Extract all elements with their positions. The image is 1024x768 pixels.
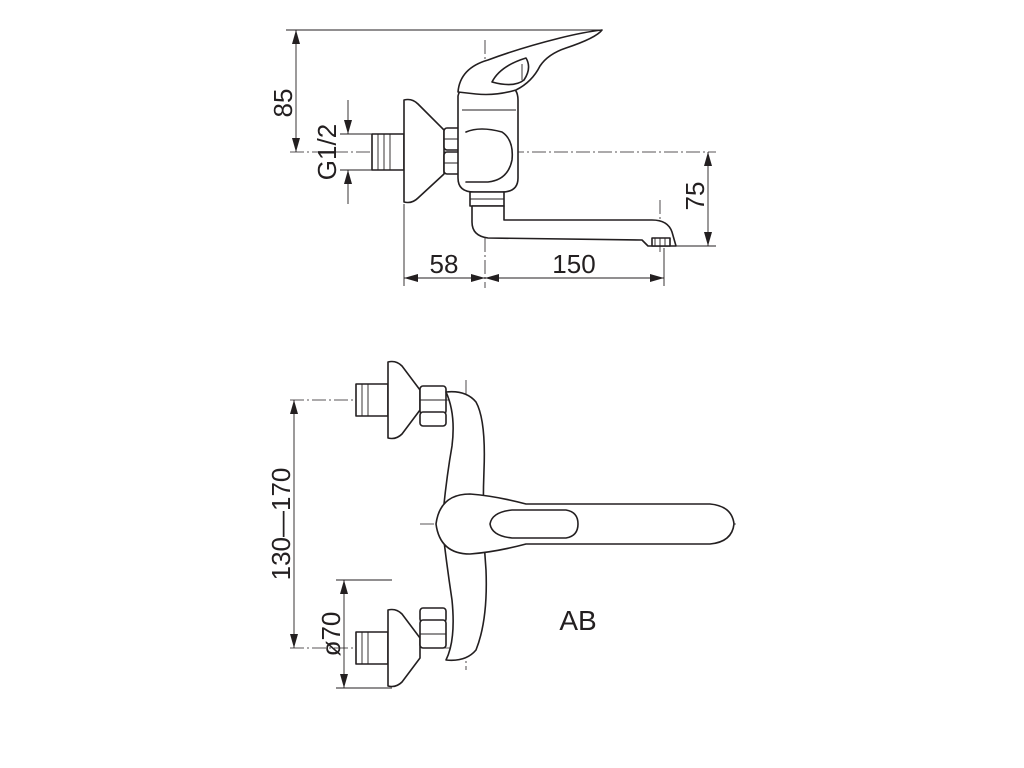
mixer-body-side <box>457 83 519 193</box>
rosette-side <box>403 98 445 204</box>
dim-58-150 <box>403 204 665 286</box>
lever-handle-side <box>457 29 603 96</box>
lever-front <box>435 493 735 555</box>
dim-g12-label: G1/2 <box>312 124 342 180</box>
wall-connector <box>371 133 405 171</box>
lower-rosette <box>387 608 421 688</box>
lower-inlet <box>355 607 447 688</box>
dim-diameter-70-label: ø70 <box>316 612 346 657</box>
dim-75-label: 75 <box>680 182 710 211</box>
side-view: 85 G1/2 75 58 150 <box>268 29 716 288</box>
dim-130-170-label: 130—170 <box>266 468 296 581</box>
upper-rosette <box>387 360 421 440</box>
dim-130-170 <box>290 400 298 648</box>
aerator <box>651 237 671 247</box>
upper-inlet <box>355 360 447 440</box>
dim-diameter-70 <box>336 579 392 689</box>
dim-g12 <box>340 100 372 204</box>
model-label: AB <box>559 605 596 636</box>
dim-75 <box>676 152 716 247</box>
lever-front-inner <box>489 509 579 539</box>
dim-85-label: 85 <box>268 89 298 118</box>
lever-handle-inner <box>491 57 530 86</box>
mixer-body-curve <box>465 128 514 183</box>
spout-side <box>471 205 677 247</box>
front-view: 130—170 ø70 AB <box>266 360 736 689</box>
dim-150-label: 150 <box>552 249 595 279</box>
dim-58-label: 58 <box>430 249 459 279</box>
dim-85 <box>286 29 602 152</box>
